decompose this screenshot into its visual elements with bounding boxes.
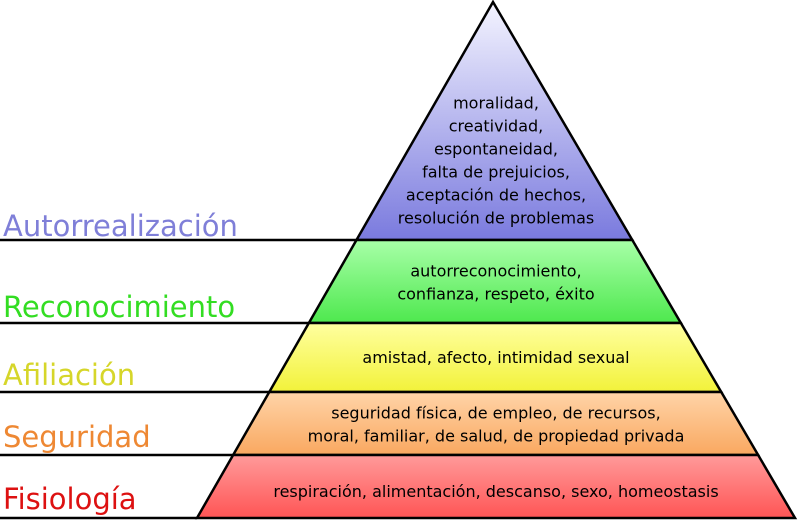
- level-description-line: amistad, afecto, intimidad sexual: [362, 348, 629, 367]
- level-description-line: respiración, alimentación, descanso, sex…: [273, 482, 718, 501]
- pyramid-level-4: [230, 390, 761, 457]
- level-description-line: espontaneidad,: [434, 140, 558, 159]
- pyramid-level-5: [194, 453, 798, 520]
- level-label: Afiliación: [3, 358, 135, 392]
- level-description-line: resolución de problemas: [398, 209, 594, 228]
- level-label: Reconocimiento: [3, 290, 235, 324]
- level-description-line: falta de prejuicios,: [422, 163, 570, 182]
- level-description-line: aceptación de hechos,: [406, 186, 586, 205]
- level-description-line: seguridad física, de empleo, de recursos…: [331, 404, 660, 423]
- level-description-line: confianza, respeto, éxito: [397, 285, 594, 304]
- pyramid-level-2: [306, 238, 684, 325]
- level-label: Seguridad: [3, 420, 151, 454]
- level-label: Autorrealización: [3, 209, 238, 243]
- level-description-line: moral, familiar, de salud, de propiedad …: [308, 427, 685, 446]
- level-description-line: autorreconocimiento,: [410, 262, 581, 281]
- level-description-line: moralidad,: [453, 94, 539, 113]
- level-label: Fisiología: [3, 482, 137, 516]
- level-description-line: creatividad,: [449, 117, 544, 136]
